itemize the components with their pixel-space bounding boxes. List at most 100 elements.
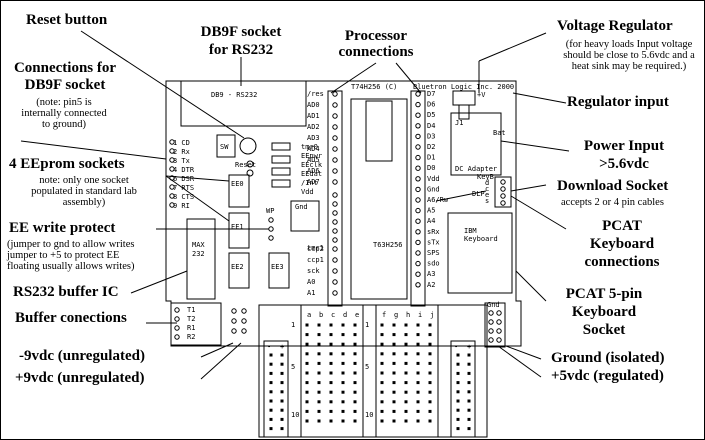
breadboard-hole[interactable] xyxy=(380,333,384,337)
breadboard-hole[interactable] xyxy=(404,352,408,356)
breadboard-hole[interactable] xyxy=(467,408,471,412)
mid-header-pin[interactable] xyxy=(332,257,338,263)
breadboard-hole[interactable] xyxy=(317,361,321,365)
breadboard-hole[interactable] xyxy=(428,352,432,356)
gnd-pin[interactable] xyxy=(488,328,494,334)
breadboard-hole[interactable] xyxy=(329,381,333,385)
breadboard-hole[interactable] xyxy=(341,400,345,404)
breadboard-hole[interactable] xyxy=(416,381,420,385)
rs232-pin[interactable] xyxy=(169,202,175,208)
right-header-pin[interactable] xyxy=(415,282,421,288)
breadboard-hole[interactable] xyxy=(317,390,321,394)
right-header-pin[interactable] xyxy=(415,186,421,193)
breadboard-hole[interactable] xyxy=(416,352,420,356)
breadboard-hole[interactable] xyxy=(416,371,420,375)
breadboard-hole[interactable] xyxy=(329,419,333,423)
ee-header-pin[interactable] xyxy=(332,201,338,207)
breadboard-hole[interactable] xyxy=(428,342,432,346)
right-header-pin[interactable] xyxy=(415,197,421,203)
breadboard-hole[interactable] xyxy=(380,419,384,423)
breadboard-hole[interactable] xyxy=(305,342,309,346)
download-pin[interactable] xyxy=(500,186,506,192)
vcc-pin[interactable] xyxy=(496,337,502,343)
breadboard-hole[interactable] xyxy=(380,352,384,356)
breadboard-hole[interactable] xyxy=(329,352,333,356)
right-header-pin[interactable] xyxy=(415,123,421,129)
right-header-pin[interactable] xyxy=(415,229,421,235)
breadboard-hole[interactable] xyxy=(404,381,408,385)
right-header-pin[interactable] xyxy=(415,165,421,171)
breadboard-hole[interactable] xyxy=(404,323,408,327)
breadboard-hole[interactable] xyxy=(329,342,333,346)
breadboard-hole[interactable] xyxy=(305,400,309,404)
breadboard-hole[interactable] xyxy=(404,400,408,404)
breadboard-hole[interactable] xyxy=(329,333,333,337)
ee-header-pin[interactable] xyxy=(332,228,338,234)
breadboard-hole[interactable] xyxy=(392,409,396,413)
breadboard-hole[interactable] xyxy=(380,342,384,346)
right-header-pin[interactable] xyxy=(415,91,421,97)
buffer-pin[interactable] xyxy=(174,316,180,322)
breadboard-hole[interactable] xyxy=(353,342,357,346)
breadboard-hole[interactable] xyxy=(392,400,396,404)
breadboard-hole[interactable] xyxy=(269,390,273,394)
breadboard-hole[interactable] xyxy=(456,417,460,421)
breadboard-hole[interactable] xyxy=(380,409,384,413)
download-pin[interactable] xyxy=(500,193,506,199)
breadboard-hole[interactable] xyxy=(317,323,321,327)
breadboard-hole[interactable] xyxy=(416,361,420,365)
power-pin-minus[interactable] xyxy=(231,308,237,314)
breadboard-hole[interactable] xyxy=(456,362,460,366)
left-header-pin[interactable] xyxy=(332,157,338,163)
ee-header-pin[interactable] xyxy=(332,210,338,216)
breadboard-hole[interactable] xyxy=(428,419,432,423)
breadboard-hole[interactable] xyxy=(380,390,384,394)
left-header-pin[interactable] xyxy=(332,135,338,141)
buffer-pin[interactable] xyxy=(174,334,180,340)
breadboard-hole[interactable] xyxy=(317,333,321,337)
breadboard-hole[interactable] xyxy=(353,352,357,356)
breadboard-hole[interactable] xyxy=(341,390,345,394)
breadboard-hole[interactable] xyxy=(280,417,284,421)
download-pin[interactable] xyxy=(500,179,506,185)
right-header-pin[interactable] xyxy=(415,176,421,182)
ee-header-pin[interactable] xyxy=(332,219,338,225)
breadboard-hole[interactable] xyxy=(353,333,357,337)
right-header-pin[interactable] xyxy=(415,239,421,246)
breadboard-hole[interactable] xyxy=(280,390,284,394)
breadboard-hole[interactable] xyxy=(280,427,284,431)
breadboard-hole[interactable] xyxy=(456,427,460,431)
left-header-pin[interactable] xyxy=(332,91,338,97)
rs232-pin[interactable] xyxy=(169,139,175,145)
breadboard-hole[interactable] xyxy=(467,399,471,403)
breadboard-hole[interactable] xyxy=(392,390,396,394)
ee-header-pin[interactable] xyxy=(332,237,338,243)
breadboard-hole[interactable] xyxy=(404,390,408,394)
breadboard-hole[interactable] xyxy=(341,333,345,337)
power-pin-plus[interactable] xyxy=(241,318,247,324)
breadboard-hole[interactable] xyxy=(392,381,396,385)
breadboard-hole[interactable] xyxy=(380,400,384,404)
breadboard-hole[interactable] xyxy=(353,323,357,327)
breadboard-hole[interactable] xyxy=(353,390,357,394)
breadboard-hole[interactable] xyxy=(317,342,321,346)
breadboard-hole[interactable] xyxy=(467,362,471,366)
mid-header-pin[interactable] xyxy=(332,246,338,252)
rs232-pin[interactable] xyxy=(169,157,175,163)
breadboard-hole[interactable] xyxy=(280,381,284,385)
breadboard-hole[interactable] xyxy=(317,419,321,423)
breadboard-hole[interactable] xyxy=(353,371,357,375)
breadboard-hole[interactable] xyxy=(467,427,471,431)
breadboard-hole[interactable] xyxy=(305,381,309,385)
rs232-pin[interactable] xyxy=(169,148,175,154)
breadboard-hole[interactable] xyxy=(341,361,345,365)
power-pin-plus[interactable] xyxy=(241,328,247,334)
right-header-pin[interactable] xyxy=(415,112,421,118)
breadboard-hole[interactable] xyxy=(428,381,432,385)
breadboard-hole[interactable] xyxy=(428,390,432,394)
breadboard-hole[interactable] xyxy=(404,342,408,346)
right-header-pin[interactable] xyxy=(415,250,421,256)
breadboard-hole[interactable] xyxy=(467,381,471,385)
breadboard-hole[interactable] xyxy=(428,371,432,375)
vcc-pin[interactable] xyxy=(496,328,502,334)
